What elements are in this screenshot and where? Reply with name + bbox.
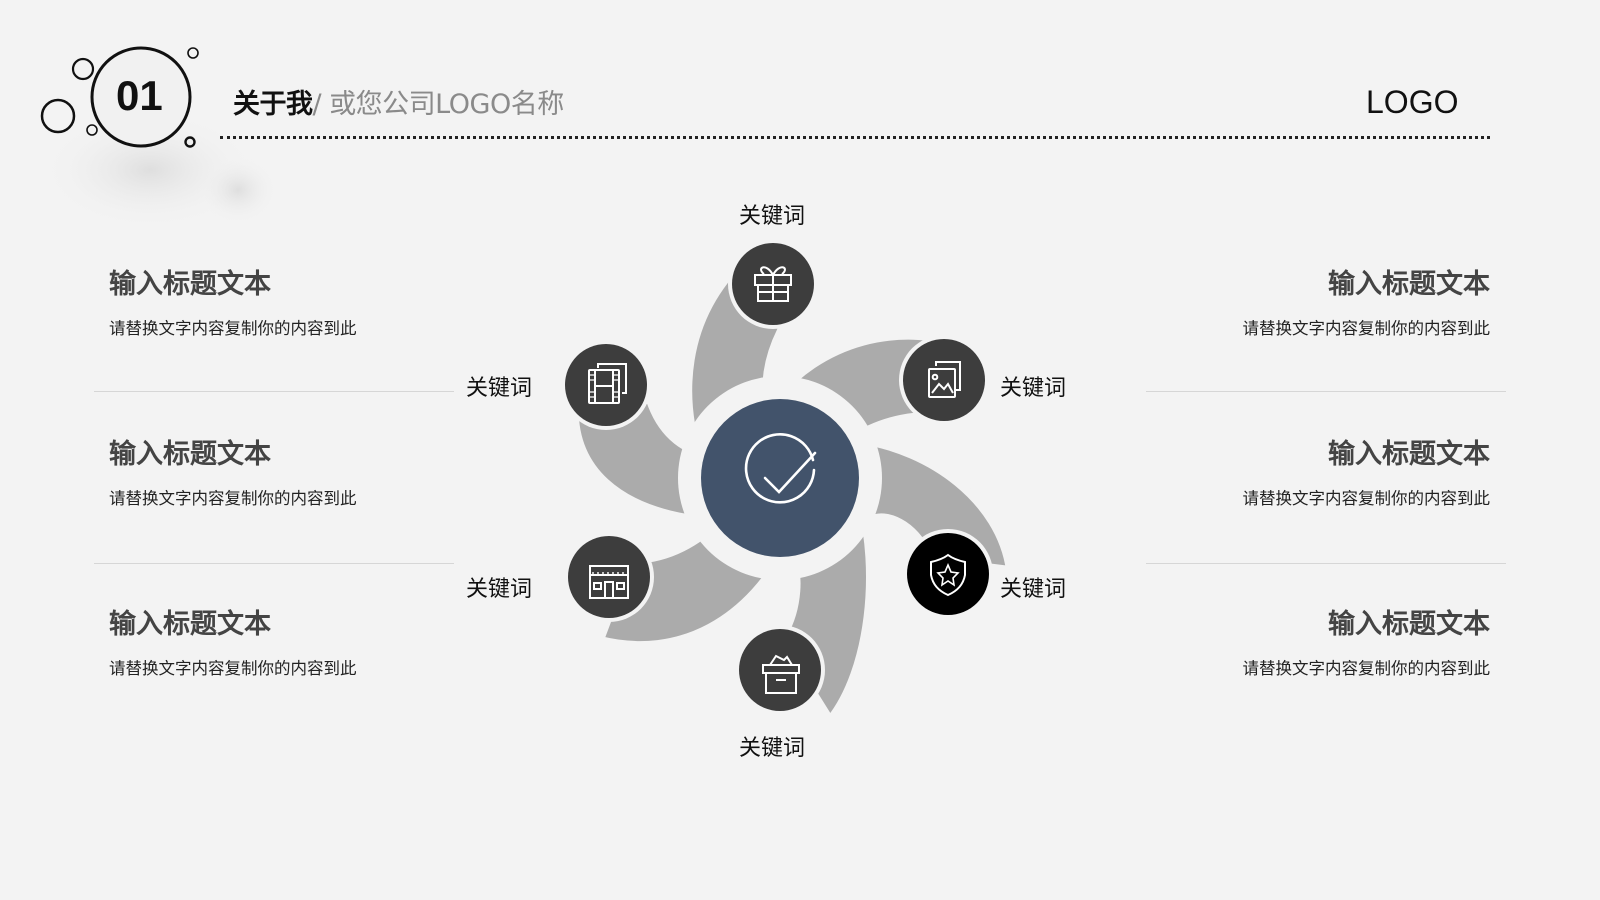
keyword-left-bottom: 关键词 — [466, 577, 533, 602]
item-desc: 请替换文字内容复制你的内容到此 — [1242, 319, 1491, 338]
archive-box-icon — [762, 654, 800, 694]
right-item-2: 输入标题文本 请替换文字内容复制你的内容到此 — [1110, 432, 1491, 509]
image-node[interactable] — [899, 335, 989, 425]
item-title: 输入标题文本 — [1328, 609, 1490, 640]
item-title: 输入标题文本 — [109, 609, 271, 640]
keyword-bottom: 关键词 — [739, 736, 806, 761]
keyword-top: 关键词 — [739, 204, 806, 229]
section-number: 01 — [116, 72, 163, 119]
film-node[interactable] — [561, 340, 651, 430]
film-icon — [588, 363, 627, 404]
left-divider-2 — [94, 563, 454, 564]
store-node[interactable] — [564, 532, 654, 622]
right-item-1: 输入标题文本 请替换文字内容复制你的内容到此 — [1110, 262, 1491, 339]
shield-node[interactable] — [903, 529, 993, 619]
title-separator: / — [312, 89, 330, 120]
gift-node[interactable] — [728, 239, 818, 329]
header-dotted-divider — [220, 136, 1490, 139]
item-desc: 请替换文字内容复制你的内容到此 — [109, 319, 357, 338]
keyword-left-top: 关键词 — [466, 376, 533, 401]
item-desc: 请替换文字内容复制你的内容到此 — [109, 489, 357, 508]
item-desc: 请替换文字内容复制你的内容到此 — [1242, 489, 1491, 508]
left-divider-1 — [94, 391, 454, 392]
keyword-right-bottom: 关键词 — [1000, 577, 1067, 602]
page-title: 关于我/ 或您公司LOGO名称 — [233, 82, 564, 121]
hub-circle — [701, 399, 859, 557]
check-circle-icon — [744, 433, 817, 504]
title-subtitle: 或您公司LOGO名称 — [329, 89, 564, 120]
right-divider-2 — [1146, 563, 1506, 564]
gift-icon — [754, 266, 792, 302]
item-desc: 请替换文字内容复制你的内容到此 — [1242, 659, 1491, 678]
store-icon — [589, 565, 629, 599]
item-title: 输入标题文本 — [109, 269, 271, 300]
left-item-3: 输入标题文本 请替换文字内容复制你的内容到此 — [109, 602, 489, 679]
left-item-2: 输入标题文本 请替换文字内容复制你的内容到此 — [109, 432, 489, 509]
logo: LOGO — [1366, 84, 1459, 120]
shield-star-icon — [930, 553, 966, 597]
right-item-3: 输入标题文本 请替换文字内容复制你的内容到此 — [1110, 602, 1491, 679]
item-title: 输入标题文本 — [1328, 439, 1490, 470]
right-divider-1 — [1146, 391, 1506, 392]
title-main: 关于我 — [233, 89, 313, 120]
item-title: 输入标题文本 — [109, 439, 271, 470]
left-item-1: 输入标题文本 请替换文字内容复制你的内容到此 — [109, 262, 489, 339]
item-title: 输入标题文本 — [1328, 269, 1490, 300]
item-desc: 请替换文字内容复制你的内容到此 — [109, 659, 357, 678]
keyword-right-top: 关键词 — [1000, 376, 1067, 401]
box-node[interactable] — [735, 625, 825, 715]
section-badge-decoration — [40, 46, 278, 230]
image-gallery-icon — [928, 361, 961, 398]
